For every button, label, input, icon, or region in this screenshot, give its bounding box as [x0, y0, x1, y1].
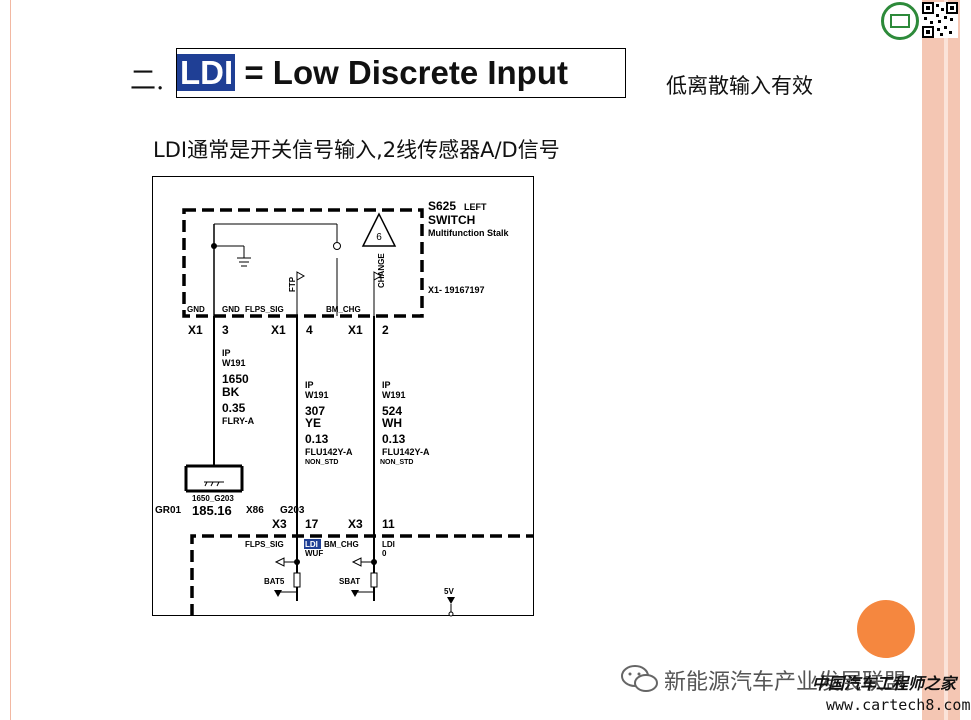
module-label-bm: BM_CHG: [324, 540, 359, 549]
pin-4: 4: [306, 323, 313, 337]
wire2-harness: IP: [305, 380, 314, 390]
sbat-arrow-icon: [351, 590, 359, 597]
pin-2: 2: [382, 323, 389, 337]
switch-name: SWITCH: [428, 213, 475, 227]
gr-label: GR01: [155, 505, 182, 516]
wire3-extra: NON_STD: [380, 459, 413, 466]
module-label-ldi2: LDI: [382, 540, 395, 549]
g203-label: G203: [280, 505, 305, 516]
svg-text:6: 6: [376, 232, 382, 243]
switch-side: LEFT: [464, 202, 487, 212]
subtitle: LDI通常是开关信号输入,2线传感器A/D信号: [153, 138, 560, 162]
connector-part: X1- 19167197: [428, 285, 485, 295]
change-arrow-icon: [373, 271, 383, 281]
input-arrow-icon-2: [351, 557, 362, 567]
wire2-extra: NON_STD: [305, 459, 338, 466]
ground-bus: [184, 464, 244, 493]
module-label-flps: FLPS_SIG: [245, 540, 284, 549]
pin-label-flps: FLPS_SIG: [245, 305, 284, 314]
wire2-conn: W191: [305, 390, 329, 400]
v5-label: 5V: [444, 587, 454, 596]
pin-17: 17: [305, 517, 319, 531]
change-label: CHANGE: [377, 253, 386, 288]
chassis-ground-icon: [237, 257, 251, 267]
module-label-ldi: LDI: [305, 540, 318, 549]
wire3-conn: W191: [382, 390, 406, 400]
bat5-label: BAT5: [264, 577, 285, 586]
wire3-harness: IP: [382, 380, 391, 390]
resistor-1: [293, 572, 301, 588]
title-rest: = Low Discrete Input: [235, 54, 568, 91]
wire2-type: FLU142Y-A: [305, 447, 353, 457]
wire2-color: YE: [305, 416, 321, 430]
wiring-diagram-svg: 6 FTP CHANGE S625 LEFT SWITCH Multifunct…: [152, 176, 534, 617]
wire3-color: WH: [382, 416, 402, 430]
section-number: 二.: [130, 66, 165, 96]
wire1-harness: IP: [222, 348, 231, 358]
pin-label-gnd2: GND: [222, 305, 240, 314]
x3-label-1: X3: [272, 517, 287, 531]
title-abbreviation: LDI: [177, 54, 236, 91]
module-housing: [190, 534, 534, 616]
watermark-site-url: www.cartech8.com: [826, 696, 971, 714]
wire3-size: 0.13: [382, 432, 406, 446]
ftp-label: FTP: [288, 276, 297, 292]
wire2-circuit: 307: [305, 404, 325, 418]
v5-arrow-icon: [447, 597, 455, 604]
wiring-diagram: 6 FTP CHANGE S625 LEFT SWITCH Multifunct…: [152, 176, 534, 617]
warning-triangle-icon: 6: [361, 212, 397, 247]
wire1-size: 0.35: [222, 401, 246, 415]
wire1-color: BK: [222, 385, 240, 399]
wechat-icon: [621, 665, 658, 692]
wire1-circuit: 1650: [222, 372, 249, 386]
x1-label-1: X1: [188, 323, 203, 337]
x1-label-2: X1: [271, 323, 286, 337]
watermark-site-cn: 中国汽车工程师之家: [812, 674, 957, 693]
switch-id: S625: [428, 199, 456, 213]
association-logo-icon: [881, 2, 919, 40]
input-arrow-icon-1: [274, 557, 285, 567]
bat5-arrow-icon: [274, 590, 282, 597]
left-border-line: [10, 0, 11, 720]
pin-label-bmchg: BM_CHG: [326, 305, 361, 314]
watermark-text: 新能源汽车产业发展联盟: [664, 670, 907, 695]
wire3-circuit: 524: [382, 404, 402, 418]
switch-housing: [182, 208, 424, 318]
x86-label: X86: [246, 505, 264, 516]
wire1-type: FLRY-A: [222, 416, 255, 426]
x3-label-2: X3: [348, 517, 363, 531]
module-label-wuf: WUF: [305, 549, 323, 558]
qr-code-icon: [922, 2, 958, 38]
pin-3: 3: [222, 323, 229, 337]
ftp-arrow-icon: [296, 271, 306, 281]
right-decor-band: [922, 0, 960, 720]
decor-orange-circle: [857, 600, 915, 658]
resistor-2: [370, 572, 378, 588]
module-label-zero: 0: [382, 549, 387, 558]
sbat-label: SBAT: [339, 577, 360, 586]
pin-label-gnd1: GND: [187, 305, 205, 314]
pin-11: 11: [382, 517, 395, 531]
page-title: LDI = Low Discrete Input: [176, 48, 626, 98]
wire2-size: 0.13: [305, 432, 329, 446]
wire3-type: FLU142Y-A: [382, 447, 430, 457]
chinese-title: 低离散输入有效: [666, 74, 813, 98]
ground-id: 1650_G203: [192, 494, 234, 503]
x1-label-3: X1: [348, 323, 363, 337]
right-decor-stripe: [944, 0, 948, 720]
switch-desc: Multifunction Stalk: [428, 228, 509, 238]
gr-value: 185.16: [192, 503, 232, 518]
switch-contact: [333, 242, 341, 250]
wire1-conn: W191: [222, 358, 246, 368]
